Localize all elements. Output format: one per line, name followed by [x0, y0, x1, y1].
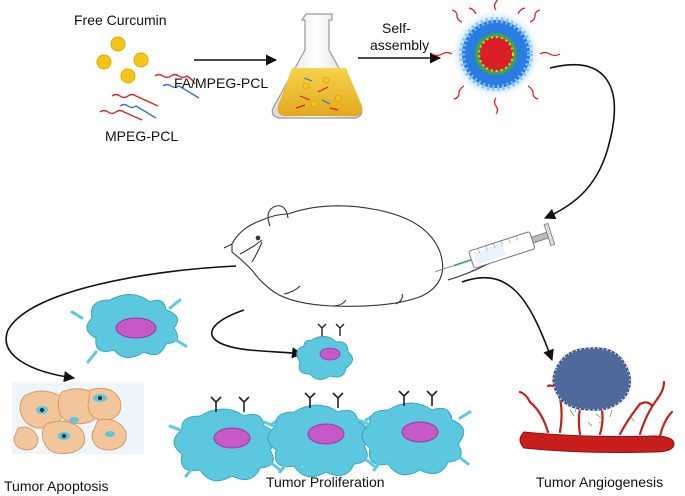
receptor-cell-small — [296, 323, 353, 380]
syringe-icon — [435, 222, 556, 273]
arrow-to-syringe — [543, 63, 615, 220]
blood-vessel-icon — [518, 380, 675, 453]
tumor-mass-icon — [551, 346, 632, 412]
label-fa-mpeg-pcl: FA/MPEG-PCL — [174, 75, 269, 91]
arrow-to-angiogenesis — [461, 276, 554, 362]
micelle-icon — [431, 0, 561, 115]
polymer-strands — [99, 73, 200, 121]
label-self-assembly-1: Self- — [382, 20, 411, 36]
label-tumor-angiogenesis: Tumor Angiogenesis — [536, 474, 664, 490]
arrow-to-proliferation — [211, 309, 304, 359]
proliferating-cells — [168, 390, 472, 482]
apoptotic-cells — [12, 382, 144, 455]
cancer-cell-icon — [70, 294, 188, 364]
flask-icon — [271, 13, 363, 119]
label-tumor-apoptosis: Tumor Apoptosis — [4, 478, 109, 494]
arrow-to-apoptosis — [5, 265, 237, 383]
label-mpeg-pcl: MPEG-PCL — [105, 128, 179, 144]
label-tumor-proliferation: Tumor Proliferation — [266, 474, 385, 490]
curcumin-particles — [96, 36, 149, 84]
label-self-assembly-2: assembly — [370, 37, 430, 53]
label-free-curcumin: Free Curcumin — [74, 12, 167, 28]
